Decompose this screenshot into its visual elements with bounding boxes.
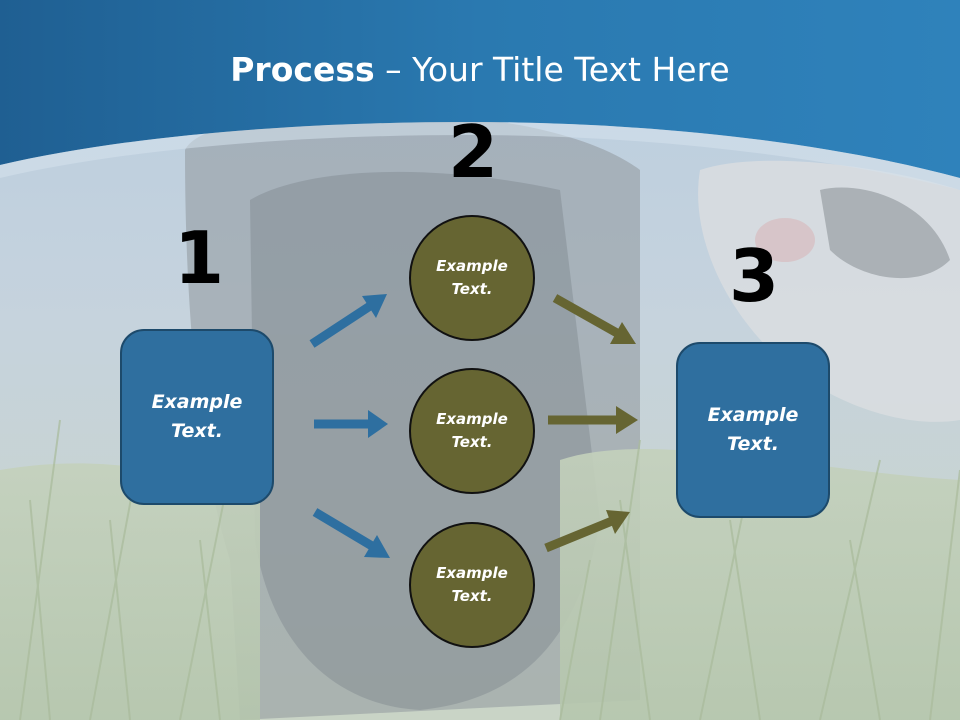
arrow-blue-up — [309, 294, 387, 348]
process-circle-middle-label: Example Text. — [436, 410, 508, 451]
arrow-blue-down — [312, 508, 390, 558]
slide-title: Process – Your Title Text Here — [0, 50, 960, 89]
step-number-2: 2 — [447, 110, 499, 194]
step-number-3: 3 — [728, 234, 780, 318]
arrow-olive-up — [544, 510, 630, 553]
step-box-left-label: Example Text. — [151, 391, 243, 442]
step-box-left: Example Text. — [120, 329, 274, 505]
process-circle-middle: Example Text. — [409, 368, 535, 494]
step-number-1: 1 — [173, 216, 225, 300]
arrow-olive-down — [552, 294, 636, 344]
process-circle-top-label: Example Text. — [436, 257, 508, 298]
arrow-blue-right — [314, 410, 388, 438]
process-circle-bottom: Example Text. — [409, 522, 535, 648]
process-circle-bottom-label: Example Text. — [436, 564, 508, 605]
step-box-right-label: Example Text. — [707, 404, 799, 455]
arrow-olive-right — [548, 406, 638, 434]
title-bold: Process — [230, 50, 375, 89]
process-circle-top: Example Text. — [409, 215, 535, 341]
title-rest: – Your Title Text Here — [374, 50, 730, 89]
step-box-right: Example Text. — [676, 342, 830, 518]
